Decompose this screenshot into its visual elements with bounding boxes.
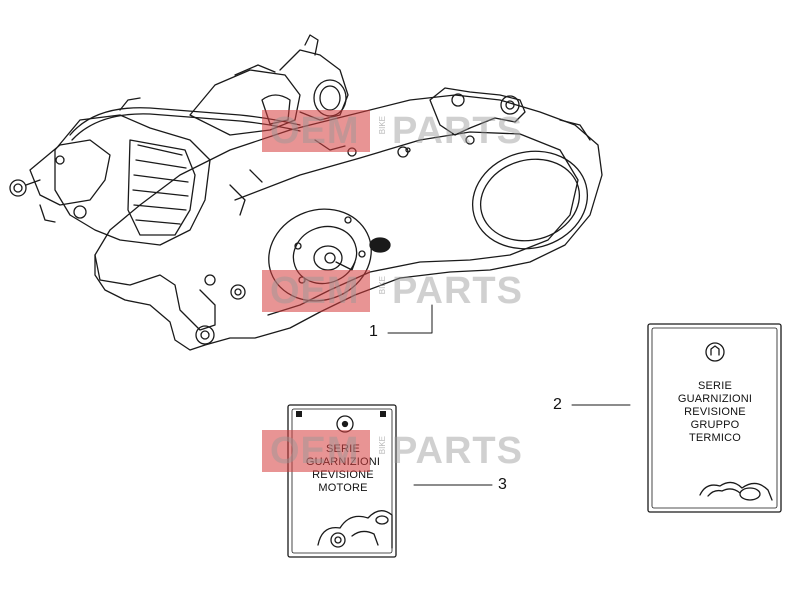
kit-2-label-line: REVISIONE xyxy=(684,406,746,418)
intake-manifold xyxy=(189,69,301,136)
carburettor xyxy=(29,139,111,206)
callout-number-1: 1 xyxy=(369,323,378,340)
cylinder-head xyxy=(54,114,211,246)
clutch-cover xyxy=(471,150,589,250)
kit-3-label-line: REVISIONE xyxy=(312,469,374,481)
kit-2-label-line: GUARNIZIONI xyxy=(677,393,753,405)
callout-number-2: 2 xyxy=(553,396,562,413)
kit-2-label-line: TERMICO xyxy=(688,432,742,444)
kit-2-label: SERIE GUARNIZIONI REVISIONE GRUPPO TERMI… xyxy=(654,380,776,445)
engine-assembly-drawing xyxy=(9,34,603,351)
kit-2-label-line: SERIE xyxy=(697,380,732,392)
rear-shock-mount xyxy=(429,87,526,136)
gasket-kit-cylinder-group-drawing xyxy=(647,323,782,513)
gasket-kit-engine-drawing xyxy=(287,404,397,558)
kit-3-label-line: MOTORE xyxy=(318,482,368,494)
leader-line-1 xyxy=(387,304,433,334)
watermark-logo: OEM BIKE PARTS xyxy=(262,430,542,472)
callout-number-3: 3 xyxy=(498,476,507,493)
watermark-logo: OEM BIKE PARTS xyxy=(262,270,542,312)
engine-mount-bracket xyxy=(94,254,216,331)
kit-2-label-line: GRUPPO xyxy=(690,419,740,431)
watermark-logo: OEM BIKE PARTS xyxy=(262,110,542,152)
